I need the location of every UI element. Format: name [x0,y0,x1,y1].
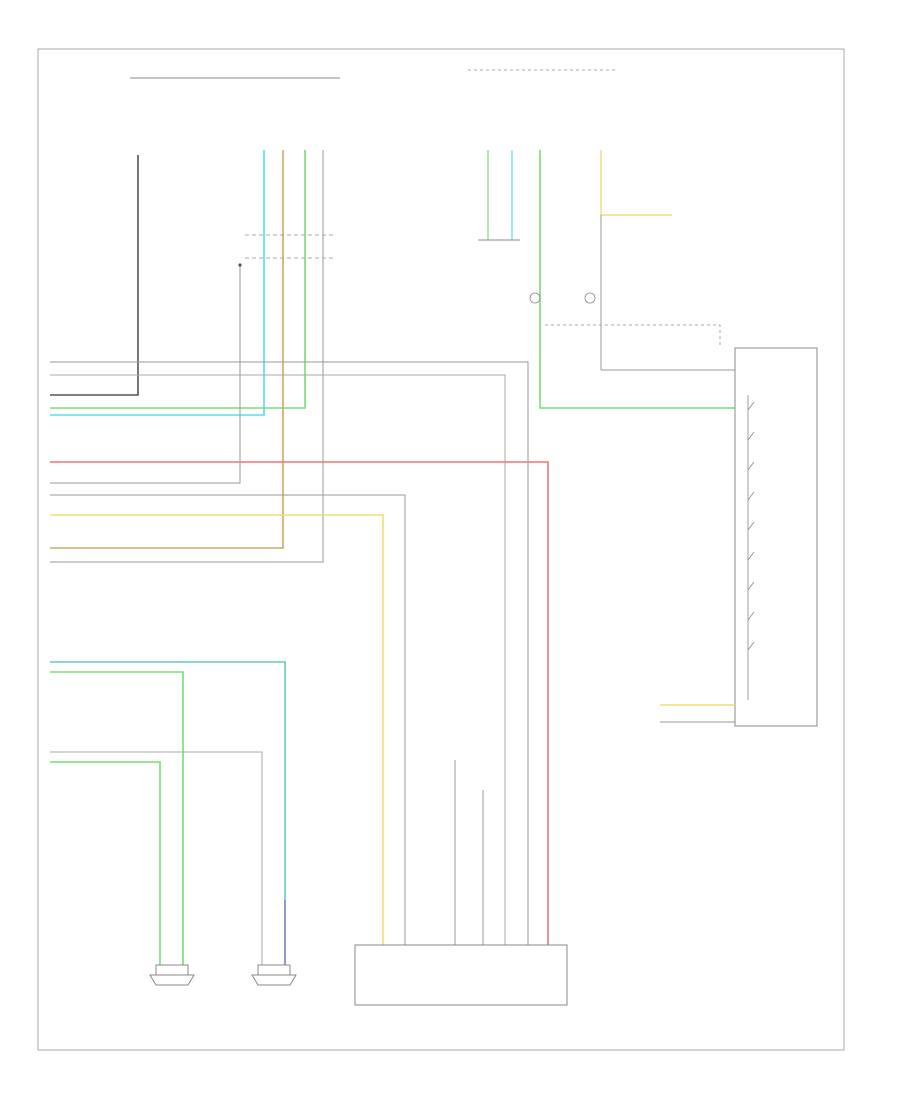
wire-speaker-green [50,671,184,965]
top-module-connector [245,234,335,259]
wire-speaker-green-2 [50,761,161,965]
bottom-module [354,944,568,1006]
right-switch-module [734,347,818,727]
wire-black-source [50,155,139,396]
wire-dashed-right [545,324,721,345]
wire-yellow-top-right [600,150,672,216]
wire-speaker-gray [50,751,263,965]
wire-gray-4 [50,374,506,945]
wire-green [50,150,306,409]
splice-points [238,263,596,304]
wire-gray-2 [50,265,241,484]
wire-gray-3 [50,361,529,945]
wire-gray-5 [50,494,406,945]
wire-yellow [50,514,384,945]
left-speaker [149,964,195,986]
wire-green-right [539,150,735,409]
wire-gray-1 [50,150,324,563]
wire-orange [50,150,284,549]
diagram-border [37,48,845,1051]
wire-speaker-blue [50,661,286,965]
wire-red [50,461,549,945]
right-module-switches [747,395,755,700]
right-speaker [251,964,297,986]
wire-blue [50,150,265,416]
